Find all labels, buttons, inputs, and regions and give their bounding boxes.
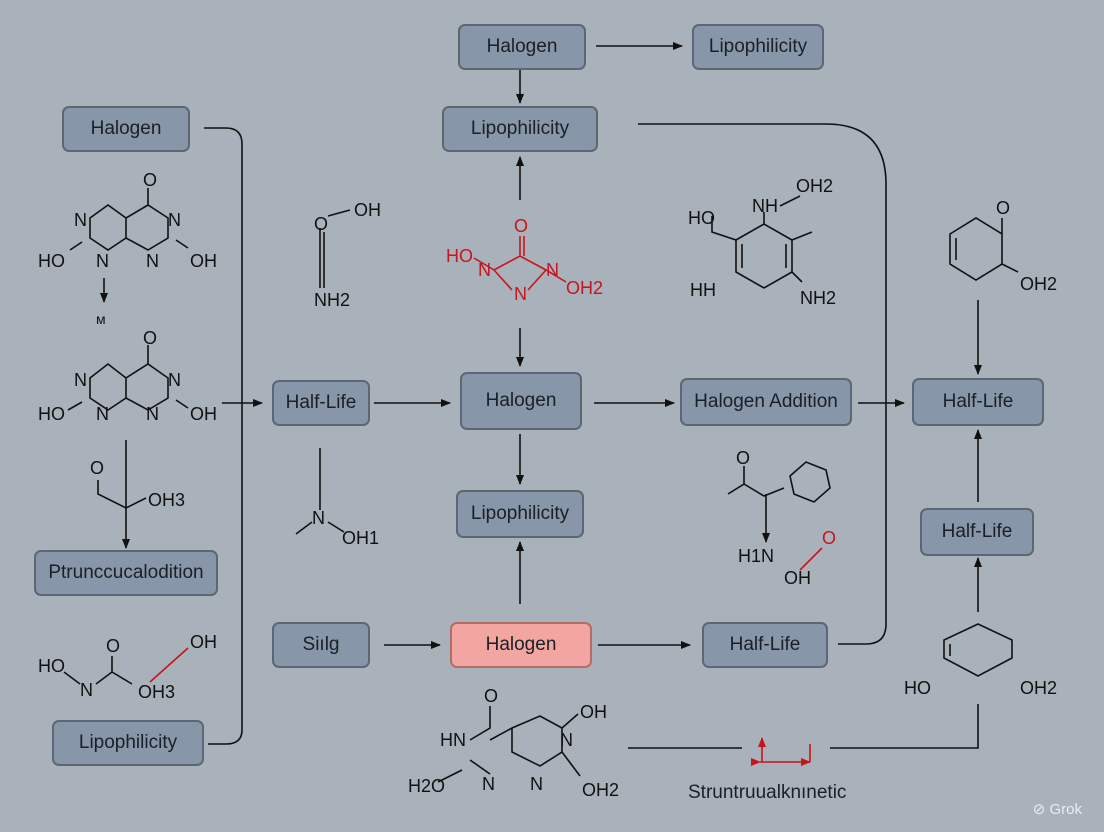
node-left-bottom-box[interactable]: Ptrunccucalodition (34, 550, 218, 596)
node-lipophilicity-bottom-left[interactable]: Lipophilicity (52, 720, 204, 766)
mol4-label-n: N (80, 680, 93, 700)
mol12-label-oh2: OH2 (582, 780, 619, 800)
mol6-bonds (295, 448, 345, 535)
mol5-bonds (319, 209, 351, 288)
mol1-label-n1: N (74, 210, 87, 230)
mol2-label-n4: N (146, 404, 159, 424)
mol8-label-nh: NH (752, 196, 778, 216)
mol3-label-o: O (90, 458, 104, 478)
mol8-label-oh2: OH2 (796, 176, 833, 196)
mol3-label-oh3: OH3 (148, 490, 185, 510)
mol7-bonds (473, 236, 567, 291)
edge-lipo-right-bracket (638, 123, 887, 645)
mol5-label-nh2: NH2 (314, 290, 350, 310)
mol1-label-n4: N (146, 251, 159, 271)
mol2-label-n3: N (96, 404, 109, 424)
node-top-halogen[interactable]: Halogen (458, 24, 586, 70)
node-half-life-mid-right[interactable]: Half-Life (920, 508, 1034, 556)
edge-bottom-right-bracket (830, 704, 979, 749)
grok-logo-icon: ⊘ (1032, 801, 1046, 818)
mol12-label-oh1: OH (580, 702, 607, 722)
node-half-life-bottom[interactable]: Half-Life (702, 622, 828, 668)
mol12-label-n3: N (530, 774, 543, 794)
mol1-label-n3: N (96, 251, 109, 271)
mol7-label-n3: N (514, 284, 527, 304)
mol2-label-oh: OH (190, 404, 217, 424)
mol6-label-n: N (312, 508, 325, 528)
mol11-label-ho: HO (904, 678, 931, 698)
mol7-label-o: O (514, 216, 528, 236)
mol5-label-oh: OH (354, 200, 381, 220)
mol9-label-h1n: H1N (738, 546, 774, 566)
mol9-label-oh: OH (784, 568, 811, 588)
mol12-label-n2: N (482, 774, 495, 794)
mol7-label-n2: N (546, 260, 559, 280)
node-center-halogen[interactable]: Halogen (460, 372, 582, 430)
mol12-label-hn: HN (440, 730, 466, 750)
mol10-label-oh2: OH2 (1020, 274, 1057, 294)
node-half-life-left[interactable]: Half-Life (272, 380, 370, 426)
mol7-label-n1: N (478, 260, 491, 280)
mol3-bonds (97, 480, 147, 509)
mol12-label-h2o: H2O (408, 776, 445, 796)
mol7-label-ho: HO (446, 246, 473, 266)
mol6-label-oh1: OH1 (342, 528, 379, 548)
mol8-bonds (711, 195, 813, 289)
mol9-red-bond (799, 547, 823, 571)
mol10-bonds (949, 217, 1019, 281)
edge-left-bracket (204, 127, 243, 745)
node-siilg[interactable]: Siılg (272, 622, 370, 668)
node-top-lipophilicity[interactable]: Lipophilicity (692, 24, 824, 70)
mol1-label-oh: OH (190, 251, 217, 271)
mol1-tag: м (96, 311, 106, 327)
mol12-label-n1: N (560, 730, 573, 750)
mol1-label-ho: HO (38, 251, 65, 271)
mol2-bonds (67, 345, 189, 411)
mol11-bonds (943, 623, 1013, 677)
node-lipophilicity-center[interactable]: Lipophilicity (456, 490, 584, 538)
mol12-bonds (437, 706, 581, 783)
mol4-label-oh3: OH3 (138, 682, 175, 702)
mol8-label-hh: HH (690, 280, 716, 300)
mol2-label-ho: HO (38, 404, 65, 424)
mol2-label-n2: N (168, 370, 181, 390)
mol4-label-ho: HO (38, 656, 65, 676)
mol11-label-oh2: OH2 (1020, 678, 1057, 698)
mol9-label-o1: O (736, 448, 750, 468)
mol4-red-bond (149, 647, 189, 683)
mol12-label-o: O (484, 686, 498, 706)
watermark-text: Grok (1049, 801, 1082, 818)
grok-watermark: ⊘ Grok (1033, 800, 1082, 818)
mol5-label-o: O (314, 214, 328, 234)
mol1-label-o: O (143, 170, 157, 190)
mol8-label-nh2: NH2 (800, 288, 836, 308)
mol1-bonds (69, 188, 189, 251)
node-left-halogen[interactable]: Halogen (62, 106, 190, 152)
diagram-caption: Struntruualknınetic (688, 782, 847, 803)
mol8-label-ho: HO (688, 208, 715, 228)
mol9-bonds (727, 461, 831, 503)
node-half-life-right[interactable]: Half-Life (912, 378, 1044, 426)
mol4-label-oh: OH (190, 632, 217, 652)
node-lipophilicity-2[interactable]: Lipophilicity (442, 106, 598, 152)
node-halogen-addition[interactable]: Halogen Addition (680, 378, 852, 426)
node-halogen-highlight[interactable]: Halogen (450, 622, 592, 668)
mol10-label-o: O (996, 198, 1010, 218)
mol1-label-n2: N (168, 210, 181, 230)
mol2-label-n1: N (74, 370, 87, 390)
mol7-label-oh2: OH2 (566, 278, 603, 298)
mol2-label-o: O (143, 328, 157, 348)
mol4-label-o: O (106, 636, 120, 656)
mol9-label-o2: O (822, 528, 836, 548)
mol4-bonds (63, 656, 133, 685)
